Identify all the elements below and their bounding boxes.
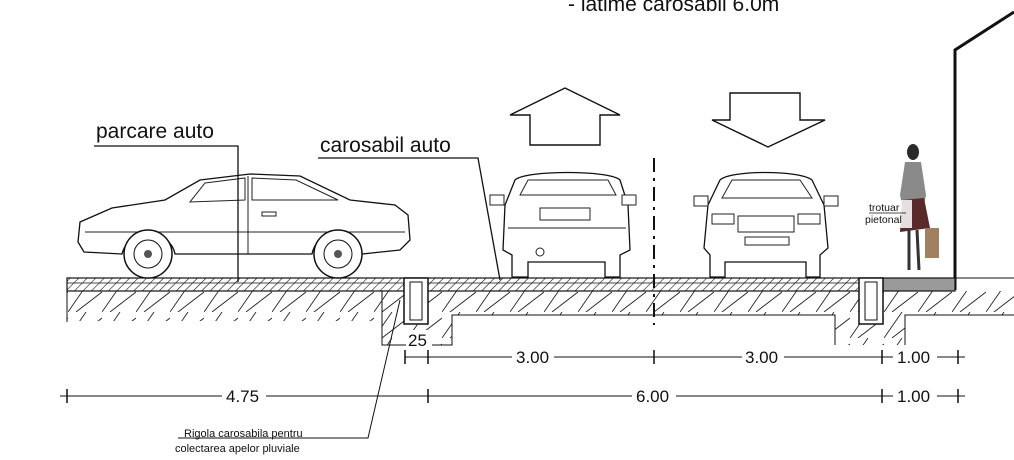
roadway-label: carosabil auto xyxy=(320,134,451,157)
dimension-row-2: 4.75 6.00 1.00 xyxy=(60,387,965,406)
lane-arrow-down-icon xyxy=(711,92,826,148)
gutter-right xyxy=(858,277,884,325)
top-note: - latime carosabil 6.0m xyxy=(568,0,779,16)
roadway-leader-line xyxy=(318,157,501,281)
gutter-leader-line xyxy=(178,299,401,439)
dim-sidewalk-1: 1.00 xyxy=(897,348,930,367)
building-wall xyxy=(953,10,1014,290)
dim-gutter-25: 25 xyxy=(408,331,427,350)
sidewalk-label-line1: trotuar xyxy=(869,202,900,214)
lane-car-front-icon xyxy=(693,171,839,278)
gutter-left xyxy=(403,277,429,325)
dim-sidewalk-2: 1.00 xyxy=(897,387,930,406)
dim-lane-2: 3.00 xyxy=(745,348,778,367)
pavement xyxy=(66,277,1014,292)
lane-car-rear-icon xyxy=(489,171,637,278)
dimension-row-1: 25 3.00 3.00 1.00 xyxy=(404,330,965,367)
dim-parking: 4.75 xyxy=(226,387,259,406)
sidewalk-slab xyxy=(882,277,956,292)
parking-label: parcare auto xyxy=(96,120,214,143)
dim-roadway: 6.00 xyxy=(636,387,669,406)
lane-arrow-up-icon xyxy=(509,87,621,146)
parked-car-side-icon xyxy=(77,173,411,279)
gutter-note-line2: colectarea apelor pluviale xyxy=(175,443,300,455)
parking-leader-line xyxy=(94,145,239,282)
dim-lane-1: 3.00 xyxy=(516,348,549,367)
sidewalk-label-line2: pietonal xyxy=(865,214,902,226)
gutter-note-line1: Rigola carosabila pentru xyxy=(184,428,303,440)
